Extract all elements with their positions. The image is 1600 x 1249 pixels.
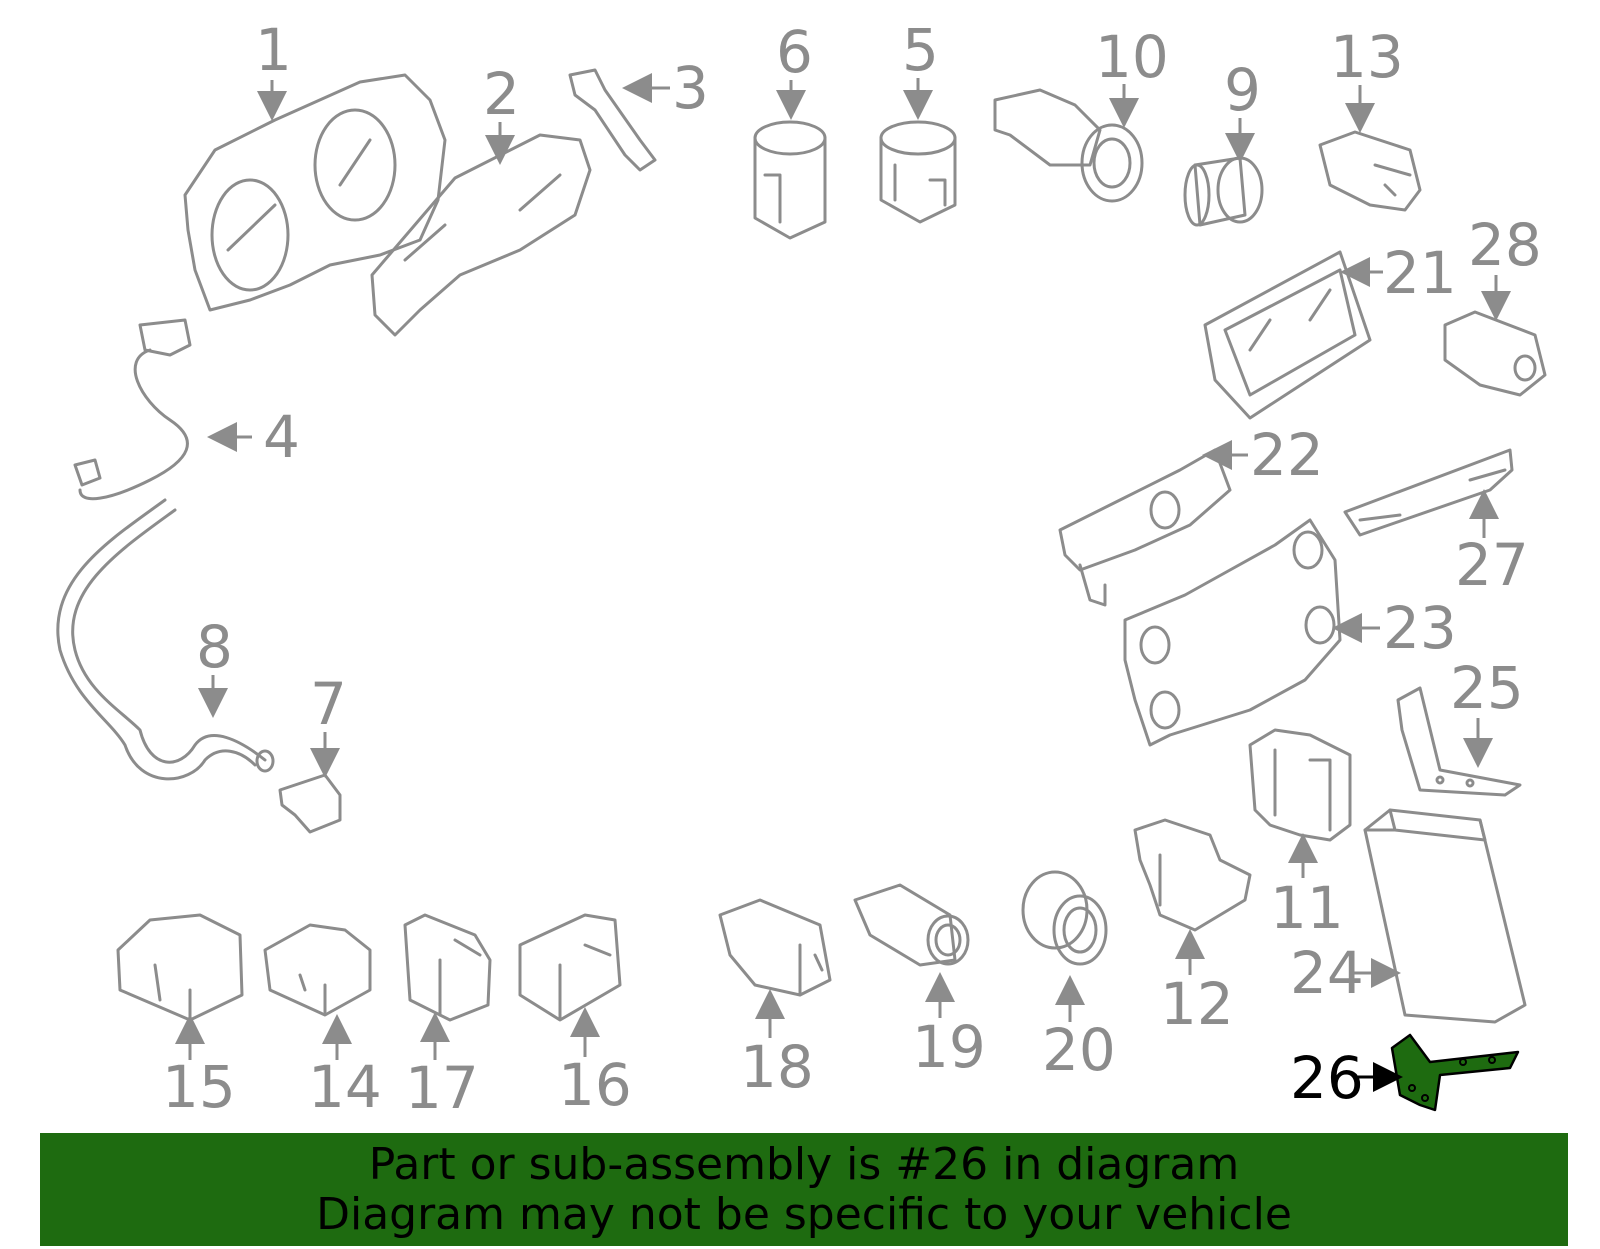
callout-label-10: 10 [1095,23,1169,91]
callout-label-16: 16 [558,1051,632,1119]
callout-label-4: 4 [263,403,300,471]
part-6-switch [753,120,827,240]
part-28-switch [1443,310,1547,397]
callout-arrows [175,73,1511,1092]
callout-labels: 1 2 3 4 5 6 7 8 9 10 11 12 13 14 15 16 1… [162,16,1542,1122]
callout-label-27: 27 [1455,531,1529,599]
callout-label-11: 11 [1270,874,1344,942]
callout-label-18: 18 [740,1033,814,1101]
callout-label-24: 24 [1290,939,1364,1007]
part-10-ignition-switch [993,88,1144,203]
callout-label-12: 12 [1160,970,1234,1038]
part-27-module [1343,448,1514,537]
callout-label-3: 3 [672,54,709,122]
part-13-switch [1318,130,1422,212]
callout-label-26-highlighted: 26 [1290,1044,1364,1112]
part-26-bracket-highlighted[interactable] [1390,1033,1520,1112]
part-11-module [1248,728,1352,842]
part-3-bracket-strip [568,68,657,172]
part-20-socket [1021,870,1108,966]
callout-label-2: 2 [483,60,520,128]
callout-label-7: 7 [310,670,347,738]
part-25-bracket [1396,686,1522,797]
part-5-switch [879,120,957,224]
part-4-wiring-harness [73,318,192,501]
part-12-module [1133,818,1252,932]
banner-line-1: Part or sub-assembly is #26 in diagram [368,1139,1240,1190]
part-17-switch [403,913,492,1022]
info-banner: Part or sub-assembly is #26 in diagram D… [40,1133,1568,1246]
callout-label-6: 6 [776,18,813,86]
part-18-switch [718,898,832,997]
part-15-switch [116,913,244,1022]
part-24-module [1363,808,1527,1024]
banner-line-2: Diagram may not be specific to your vehi… [316,1189,1292,1240]
part-16-switch [518,913,622,1022]
callout-label-15: 15 [162,1053,236,1121]
callout-label-14: 14 [308,1053,382,1121]
part-2-cluster-lens [370,133,592,337]
callout-label-8: 8 [196,613,233,681]
part-9-knob [1183,156,1264,227]
callout-label-28: 28 [1468,211,1542,279]
callout-label-21: 21 [1383,239,1457,307]
callout-label-20: 20 [1042,1016,1116,1084]
callout-label-5: 5 [902,16,939,84]
callout-label-19: 19 [912,1013,986,1081]
callout-label-22: 22 [1250,421,1324,489]
part-8-aspirator-tube [56,498,275,781]
part-14-switch [263,923,372,1017]
part-21-display-screen [1203,250,1372,420]
callout-label-1: 1 [255,16,292,84]
callout-label-13: 13 [1330,23,1404,91]
callout-label-23: 23 [1383,594,1457,662]
callout-label-25: 25 [1450,654,1524,722]
part-23-control-panel [1123,518,1342,747]
callout-label-17: 17 [405,1054,479,1122]
part-7-sensor [278,773,342,834]
part-22-control-panel [1058,448,1232,607]
part-1-cluster-housing [183,73,447,312]
part-19-power-outlet [853,883,970,967]
callout-label-9: 9 [1224,56,1261,124]
